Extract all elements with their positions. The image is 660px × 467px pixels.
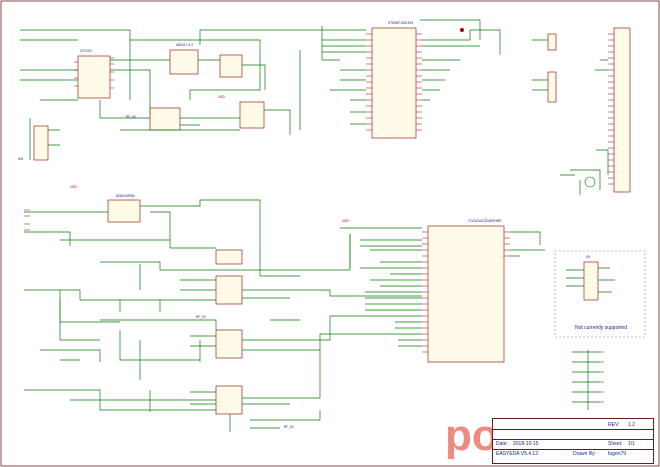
- chip-u4: [149, 107, 181, 131]
- mcu-section: [320, 19, 501, 139]
- sheet-label: Sheet:: [608, 441, 623, 447]
- usb-connector: [33, 125, 49, 161]
- title-row-3: [493, 449, 653, 450]
- transistor-q1: [584, 176, 596, 188]
- title-block: REV: 1.2 Date: 2018-10-15 Sheet: 1/1 EAS…: [492, 418, 654, 464]
- usb-chip-u1: [77, 55, 111, 99]
- not-supported-text: Not currently supported: [575, 325, 627, 331]
- connector-j2: [547, 71, 557, 103]
- resistor-list: [572, 350, 604, 410]
- rf-label-2: RF_5V: [196, 315, 207, 319]
- rf-label: RF_5V: [126, 115, 137, 119]
- date-label: Date:: [496, 441, 508, 447]
- codec-section: [340, 225, 545, 363]
- regulator-u2: [169, 49, 199, 75]
- drawn-label: Drawn By:: [573, 451, 597, 457]
- mcu-chip: [371, 27, 417, 139]
- usb-chip-label: CP2102: [80, 49, 92, 53]
- codec-label: TLV320AIC3204IRHBR: [468, 219, 502, 223]
- sw-label: SW: [18, 157, 23, 161]
- rev-value: 1.2: [628, 422, 635, 428]
- rev-label: REV:: [608, 422, 620, 428]
- opamp-a: [215, 275, 243, 305]
- vdd-label-3: VDD: [218, 95, 225, 99]
- vdd-label-1: VDD: [70, 185, 77, 189]
- regulator-u3: [219, 54, 243, 78]
- unsupported-chip: [583, 261, 599, 301]
- title-row-1: [493, 429, 653, 430]
- u9-label: U9: [586, 255, 590, 259]
- unsupported-section: [554, 250, 646, 338]
- rf-label-3: RF_5V: [284, 425, 295, 429]
- tool-version: EASYEDA V5.4.12: [496, 451, 538, 457]
- sheet-value: 1/1: [628, 441, 635, 447]
- dac-chip: [107, 199, 141, 223]
- connector-j1: [547, 33, 557, 51]
- analog-section: [24, 199, 422, 432]
- drawn-by: fugen79: [608, 451, 627, 457]
- connector-header: [613, 27, 631, 193]
- opamp-top: [215, 249, 243, 265]
- chip-u5: [239, 101, 265, 129]
- title-row-2: [493, 439, 653, 440]
- date-value: 2018-10-15: [513, 441, 539, 447]
- unsupported-dashed-box: [554, 250, 646, 338]
- dac-label: AD5621BRM: [116, 194, 135, 198]
- mcu-label: STM32F103C8T6: [388, 21, 414, 25]
- led-indicator: [460, 28, 464, 32]
- opamp-c: [215, 385, 243, 415]
- codec-chip: [427, 225, 505, 363]
- opamp-b: [215, 329, 243, 359]
- regulator-label: AM1117-3.3: [176, 43, 193, 47]
- vdd-label-2: VDD: [342, 219, 349, 223]
- usb-power-section: [20, 29, 320, 161]
- right-connectors: [532, 27, 631, 195]
